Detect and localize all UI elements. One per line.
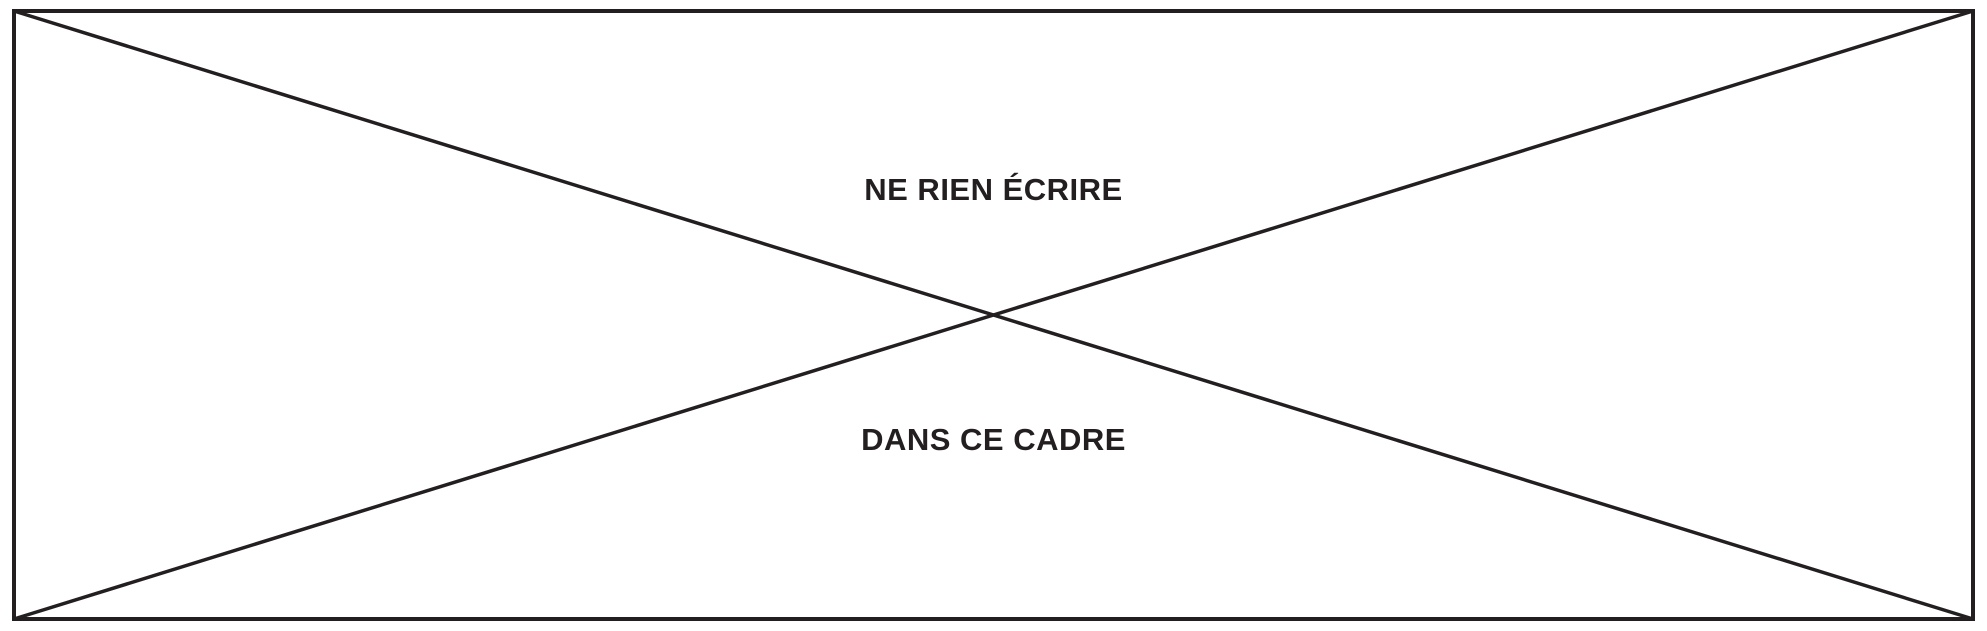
frame-border [12,9,1975,621]
diagonal-line-bottom-left-to-top-right [13,9,1974,621]
notice-line-2: DANS CE CADRE [861,422,1126,457]
notice-line-1: NE RIEN ÉCRIRE [864,172,1123,207]
